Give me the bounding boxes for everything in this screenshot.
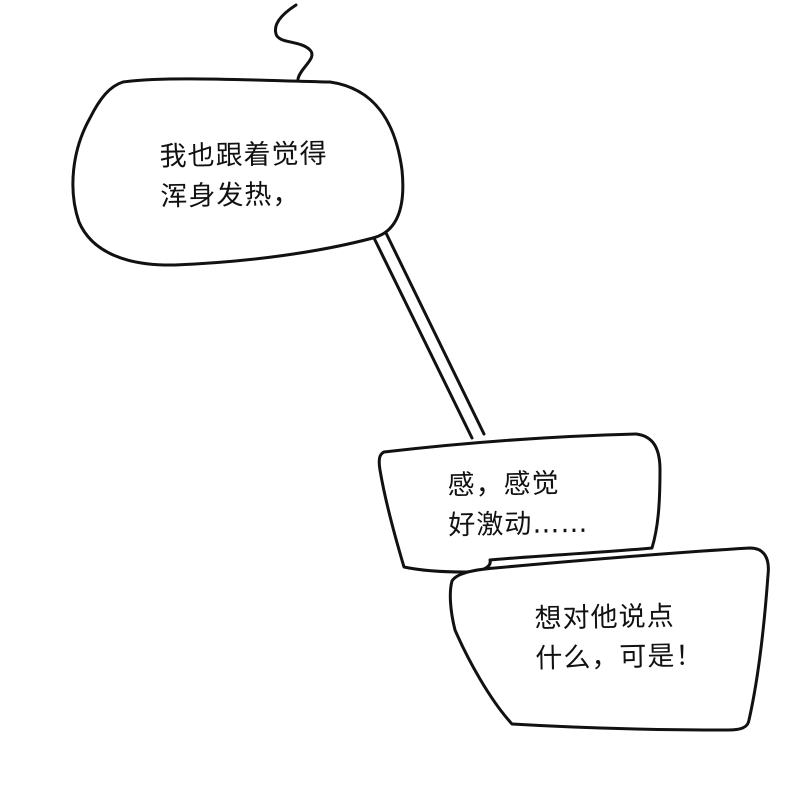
bubble-1-line-1: 我也跟着觉得	[159, 138, 328, 173]
bubble-3-line-2: 什么，可是！	[535, 640, 704, 675]
bubble-1-text: 我也跟着觉得 浑身发热，	[159, 135, 328, 218]
bubble-3-line-1: 想对他说点	[534, 601, 675, 635]
bubble-2-outline	[377, 432, 662, 574]
bubble-3-text: 想对他说点 什么，可是！	[534, 597, 703, 680]
bubble-connector	[372, 231, 486, 440]
bubble-2-line-1: 感，感觉	[447, 468, 560, 502]
bubble-1-top-tail	[273, 3, 314, 81]
bubble-1-line-2: 浑身发热，	[160, 179, 301, 213]
bubble-2-line-2: 好激动……	[448, 507, 589, 542]
bubble-1-outline	[71, 77, 405, 267]
bubble-2-text: 感，感觉 好激动……	[447, 464, 588, 546]
bubble-3-outline	[448, 546, 770, 732]
